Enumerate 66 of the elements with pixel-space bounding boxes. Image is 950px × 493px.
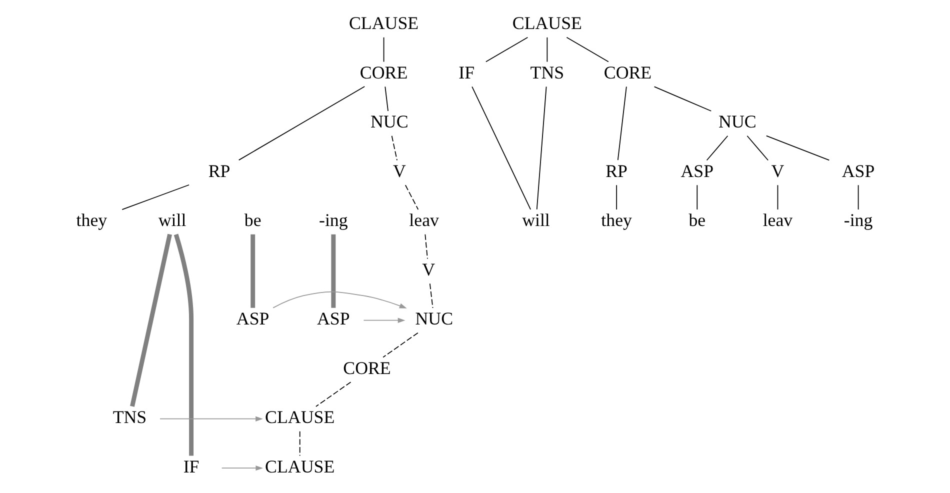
node-text: CORE: [343, 358, 391, 378]
connector: [746, 135, 769, 161]
connector: [122, 184, 190, 210]
connector: [384, 86, 388, 112]
node-text: CORE: [604, 62, 652, 82]
node-text: -ing: [844, 210, 873, 230]
node-text: V: [771, 160, 784, 181]
connector: [316, 382, 352, 407]
connector: [130, 234, 172, 407]
node-text: CLAUSE: [512, 13, 582, 34]
node-text: NUC: [718, 112, 756, 132]
node-text: CLAUSE: [265, 456, 335, 476]
connector: [617, 86, 627, 161]
connector: [174, 234, 194, 456]
node-text: NUC: [415, 308, 454, 329]
connector: [331, 234, 336, 308]
connector: [536, 86, 547, 210]
connector: [858, 184, 859, 210]
node-text: leav: [409, 210, 439, 230]
connector: [616, 184, 618, 210]
connector: [777, 184, 778, 210]
node-text: V: [392, 160, 406, 181]
node-text: be: [688, 210, 706, 230]
node-text: be: [244, 210, 262, 230]
node-text: IF: [183, 456, 200, 476]
connector: [696, 184, 698, 210]
connector: [250, 234, 256, 308]
node-text: they: [601, 210, 632, 230]
connector: [546, 36, 548, 62]
node-text: ASP: [842, 160, 875, 181]
arrow: [160, 416, 263, 422]
connector: [391, 135, 398, 161]
node-text: RP: [606, 160, 628, 181]
node-text: CLAUSE: [348, 13, 419, 34]
connector: [766, 135, 830, 161]
node-text: CLAUSE: [265, 407, 335, 428]
arrow: [221, 466, 264, 471]
node-text: NUC: [370, 112, 408, 132]
connector: [429, 283, 434, 308]
connector: [382, 332, 418, 358]
node-text: ASP: [317, 308, 350, 329]
connector: [654, 86, 712, 112]
node-text: TNS: [112, 407, 147, 428]
connector: [706, 135, 728, 161]
node-text: -ing: [319, 210, 348, 230]
connector: [485, 36, 528, 62]
node-text: CORE: [360, 62, 408, 82]
connector: [383, 36, 384, 62]
connector: [566, 36, 609, 62]
node-text: TNS: [530, 62, 564, 82]
node-text: they: [76, 210, 108, 230]
node-text: will: [158, 210, 186, 230]
connector: [404, 184, 419, 210]
node-text: IF: [458, 62, 475, 82]
connector: [299, 430, 300, 456]
arrow: [363, 318, 406, 323]
node-text: ASP: [236, 308, 270, 329]
node-text: leav: [762, 210, 793, 230]
node-text: RP: [208, 160, 230, 181]
connector: [238, 86, 366, 160]
node-text: ASP: [680, 160, 714, 181]
connector: [424, 234, 428, 260]
node-text: will: [522, 210, 550, 230]
arrow: [272, 291, 407, 308]
connector: [472, 86, 532, 210]
node-text: V: [422, 259, 436, 280]
